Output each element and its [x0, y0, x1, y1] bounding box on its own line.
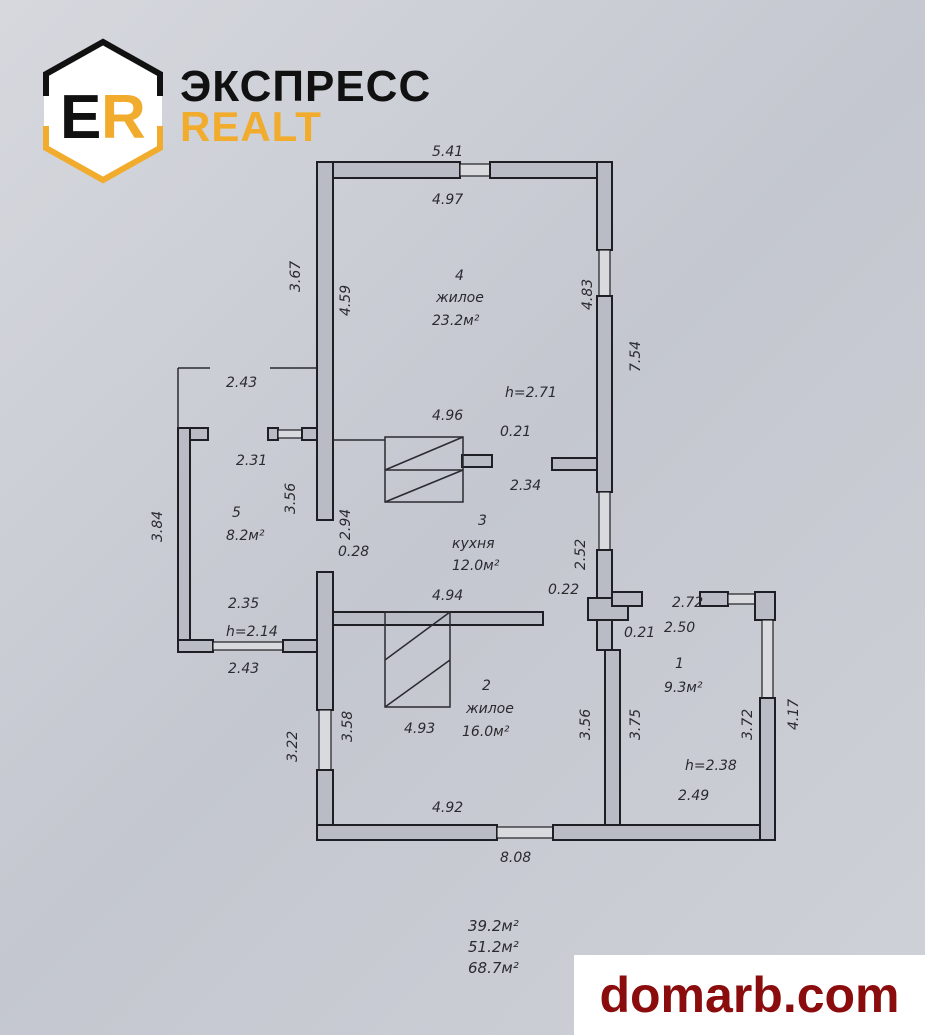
dim-label: 3.22 [285, 731, 301, 762]
room-5-area: 8.2м² [226, 528, 265, 544]
dim-label: 2.34 [510, 478, 541, 494]
height-room-4: h=2.71 [505, 385, 557, 401]
dim-label: 2.31 [236, 453, 267, 469]
dim-label: 4.96 [432, 408, 463, 424]
dim-label: 2.94 [338, 509, 354, 540]
dim-label: 3.84 [150, 511, 166, 542]
dim-label: 4.94 [432, 588, 463, 604]
watermark: domarb.com [574, 955, 925, 1035]
dim-label: 5.41 [432, 144, 463, 160]
dim-label: 2.50 [664, 620, 695, 636]
dim-label: 3.56 [283, 483, 299, 514]
dim-label: 3.67 [288, 261, 304, 292]
dimension-labels: 5.41 4.97 3.67 4.59 4.83 7.54 4.96 0.21 … [150, 144, 802, 866]
room-3-number: 3 [478, 513, 487, 529]
dim-label: 2.35 [228, 596, 259, 612]
total-living-area: 39.2м² [468, 917, 519, 935]
dim-label: 4.93 [404, 721, 435, 737]
dim-label: 0.21 [624, 625, 655, 641]
brand-subname: REALT [180, 103, 322, 150]
dim-label: 8.08 [500, 850, 531, 866]
dim-label: 7.54 [628, 341, 644, 372]
dim-label: 4.97 [432, 192, 463, 208]
svg-text:E: E [60, 83, 101, 152]
dim-label: 4.83 [580, 279, 596, 310]
dim-label: 3.58 [340, 711, 356, 742]
room-5-number: 5 [232, 505, 241, 521]
room-labels: 4 жилое 23.2м² 3 кухня 12.0м² 5 8.2м² 2 … [226, 268, 737, 774]
room-1-number: 1 [675, 656, 684, 672]
dim-label: 2.49 [678, 788, 709, 804]
walls [177, 161, 776, 841]
room-1-area: 9.3м² [664, 680, 703, 696]
dim-label: 3.72 [740, 709, 756, 740]
svg-text:R: R [101, 83, 146, 152]
room-2-type: жилое [465, 701, 514, 717]
height-room-1: h=2.38 [685, 758, 737, 774]
room-4-number: 4 [455, 268, 464, 284]
brand-name: ЭКСПРЕСС [180, 62, 432, 111]
room-4-type: жилое [435, 290, 484, 306]
dim-label: 4.92 [432, 800, 463, 816]
dim-label: 2.72 [672, 595, 703, 611]
dim-label: 2.43 [228, 661, 259, 677]
room-4-area: 23.2м² [432, 313, 480, 329]
dim-label: 4.17 [786, 699, 802, 730]
dim-label: 3.75 [628, 709, 644, 740]
express-realt-logo: E R [43, 38, 163, 184]
room-3-area: 12.0м² [452, 558, 500, 574]
room-2-number: 2 [482, 678, 491, 694]
room-3-type: кухня [452, 536, 495, 552]
area-totals: 39.2м² 51.2м² 68.7м² [468, 916, 519, 979]
dim-label: 3.56 [578, 709, 594, 740]
watermark-text: domarb.com [599, 967, 900, 1023]
fixtures [177, 367, 464, 708]
dim-label: 0.22 [548, 582, 579, 598]
total-usable-area: 51.2м² [468, 938, 519, 956]
dim-label: 2.52 [573, 539, 589, 570]
dim-label: 0.28 [338, 544, 369, 560]
total-area: 68.7м² [468, 959, 519, 977]
dim-label: 0.21 [500, 424, 531, 440]
height-room-5: h=2.14 [226, 624, 278, 640]
room-2-area: 16.0м² [462, 724, 510, 740]
dim-label: 2.43 [226, 375, 257, 391]
dim-label: 4.59 [338, 285, 354, 316]
